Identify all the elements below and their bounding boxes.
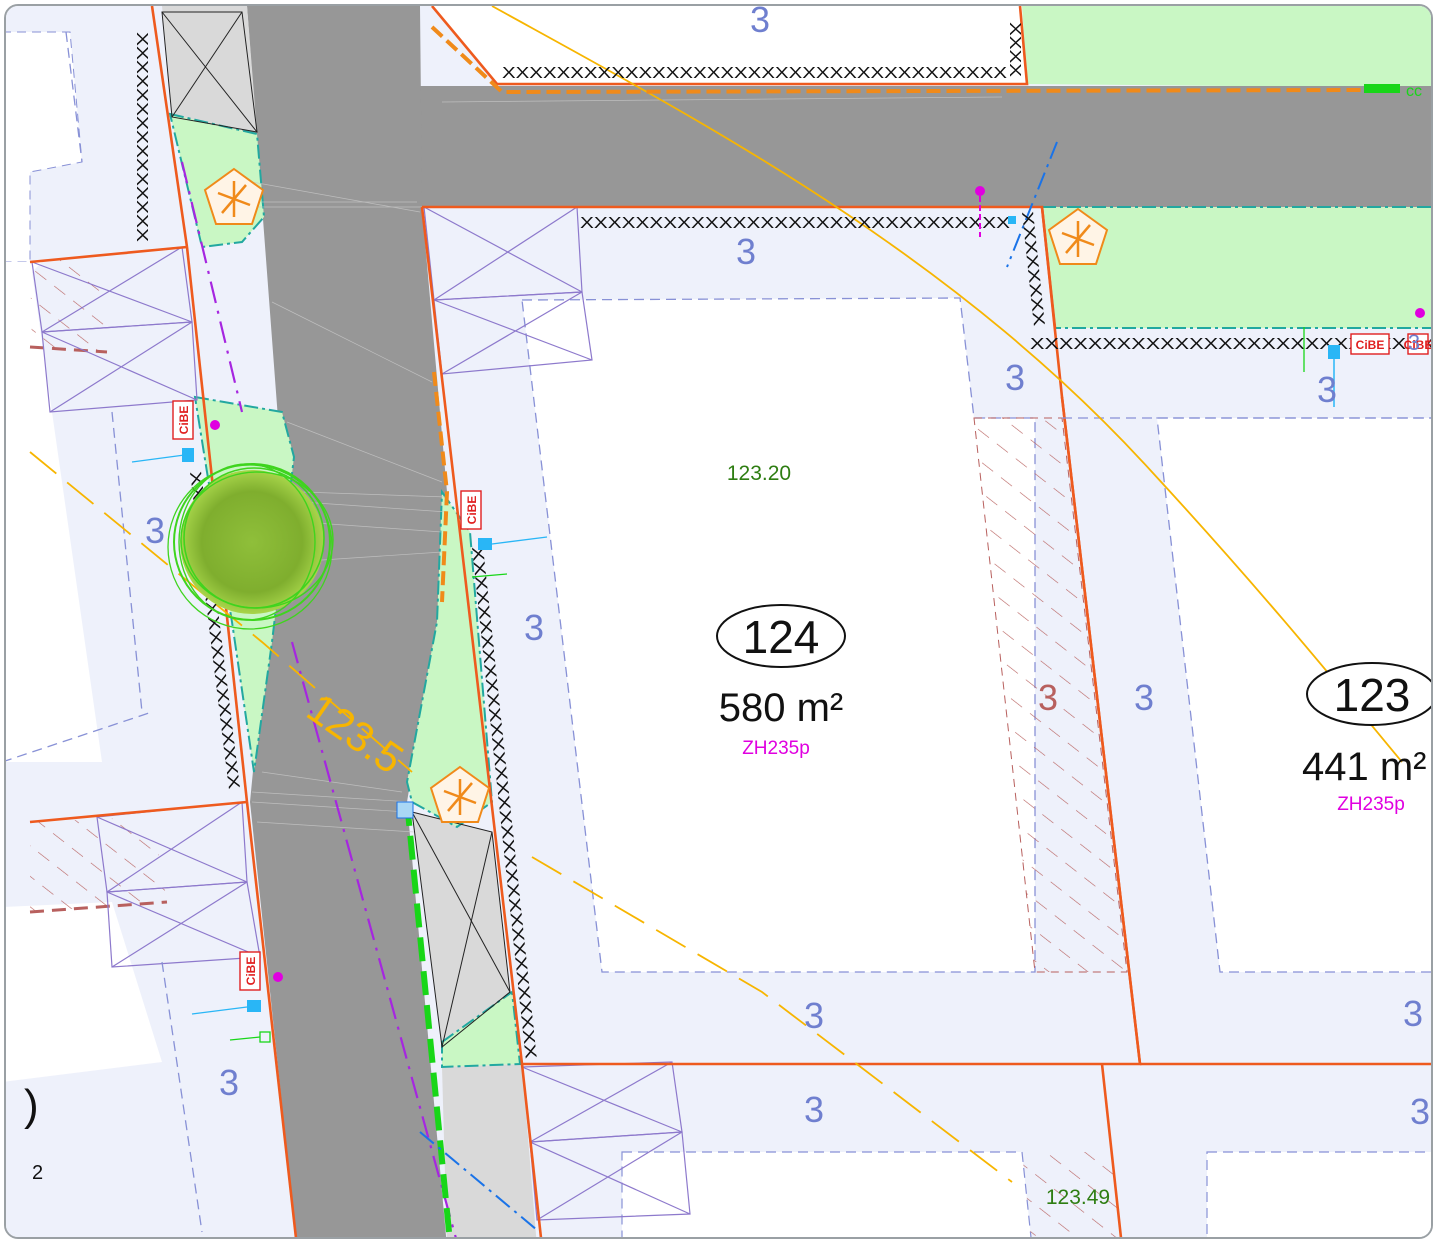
zone-code-label: 3 (145, 510, 165, 551)
road-shoulder (162, 6, 257, 132)
left-white-zone-2 (6, 262, 102, 762)
svg-text:XXXXXXXXXXXXXXXXXXXXXXXXXXXXXX: XXXXXXXXXXXXXXXXXXXXXXXXXXXXXXX (580, 215, 1010, 232)
fragment-label: 2 (32, 1162, 43, 1184)
fragment-label: cc (1406, 83, 1422, 100)
left-white-zone (6, 31, 83, 263)
bottom-hatch (1022, 1152, 1120, 1237)
horizontal-road (242, 86, 1431, 207)
setback-lines (6, 31, 1431, 1233)
parcel-number-oval (1306, 662, 1431, 726)
terrain-mesh (251, 96, 1003, 833)
utility-boundary (430, 25, 1363, 603)
svg-text:XXXXXXXXXXXXXXXXXXXXXXXXXXXXXX: XXXXXXXXXXXXXXXXXXXXXXXXXXXXXXXXXXXXX (502, 65, 1007, 82)
lamp-post-icon (1047, 207, 1109, 265)
road-shoulder (412, 812, 510, 1047)
parcel-zoning: ZH235p (742, 738, 810, 759)
elevation-label: 123.20 (727, 462, 791, 485)
hatch-zone-code: 3 (1038, 677, 1058, 718)
cadastral-map[interactable]: XXXXXXXXXXXXXXXXXXXXXXXXXXXXXXX XXXXXXXX… (6, 6, 1433, 1239)
zone-code-label: 3 (219, 1062, 239, 1103)
utility-tag: CiBE (1350, 333, 1390, 355)
svg-text:XXXXXXXXXXXXXXX: XXXXXXXXXXXXXXX (133, 32, 150, 242)
svg-text:CiBE: CiBE (465, 496, 479, 525)
svg-text:CiBE: CiBE (1404, 338, 1433, 352)
utility-tag: CiBE (460, 490, 482, 530)
svg-text:CiBE: CiBE (1356, 338, 1385, 352)
utility-tag: CiBE (1404, 333, 1433, 355)
utility-tag: CiBE (239, 951, 261, 991)
zone-code-label: 3 (1403, 993, 1423, 1034)
zone-code-label: 3 (1408, 330, 1420, 355)
left-white-zone-3 (6, 902, 162, 1082)
zone-code-label: 3 (1005, 357, 1025, 398)
blue-utility-line (419, 141, 1058, 1231)
zone-code-label: 3 (804, 1089, 824, 1130)
top-building (432, 6, 1027, 84)
svg-text:CiBE: CiBE (177, 406, 191, 435)
green-marker (1364, 84, 1400, 93)
parcel-number: 124 (743, 611, 820, 663)
vertical-road (247, 6, 447, 1237)
svg-text:CiBE: CiBE (244, 957, 258, 986)
lamp-post-icon (429, 765, 491, 823)
utility-markers (131, 186, 1425, 1043)
road-crossings (161, 11, 511, 1048)
green-utility-line (404, 801, 453, 1237)
hatch-zone-left-bottom (30, 817, 167, 912)
top-right-green (1022, 6, 1431, 88)
elevation-label: 123.49 (1046, 1186, 1110, 1209)
hatch-border (29, 900, 168, 914)
parcel-number-oval (716, 604, 846, 668)
parcel-area: 580 m² (719, 686, 844, 730)
lamp-post-icon (203, 167, 265, 225)
bottom-right-white-zone (1206, 1151, 1431, 1237)
utility-tag: CiBE (172, 400, 194, 440)
map-viewport[interactable]: XXXXXXXXXXXXXXXXXXXXXXXXXXXXXXX XXXXXXXX… (4, 4, 1433, 1239)
tree-icon (167, 463, 334, 630)
hatch-zone-left-top (30, 257, 107, 352)
zone-code-label: 3 (1317, 369, 1337, 410)
parcel-124-hatched-strip (973, 417, 1128, 973)
parcel-123-build-zone (1156, 417, 1431, 973)
fragment-label: ) (24, 1081, 39, 1130)
zone-code-label: 3 (1134, 677, 1154, 718)
zone-code-label: 3 (804, 995, 824, 1036)
bottom-white-zone (621, 1151, 1032, 1237)
svg-text:XXXX: XXXX (1006, 22, 1023, 77)
lawn-zone (1040, 206, 1431, 329)
road-shoulder (442, 1064, 537, 1237)
parcel-area: 441 m² (1302, 745, 1427, 789)
hatch-border (29, 345, 108, 354)
zone-code-label: 3 (1410, 1091, 1430, 1132)
parcel-number: 123 (1334, 669, 1411, 721)
zone-code-label: 3 (736, 231, 756, 272)
parcel-zoning: ZH235p (1337, 794, 1405, 815)
zone-code-label: 3 (524, 607, 544, 648)
zone-code-label: 3 (750, 6, 770, 40)
